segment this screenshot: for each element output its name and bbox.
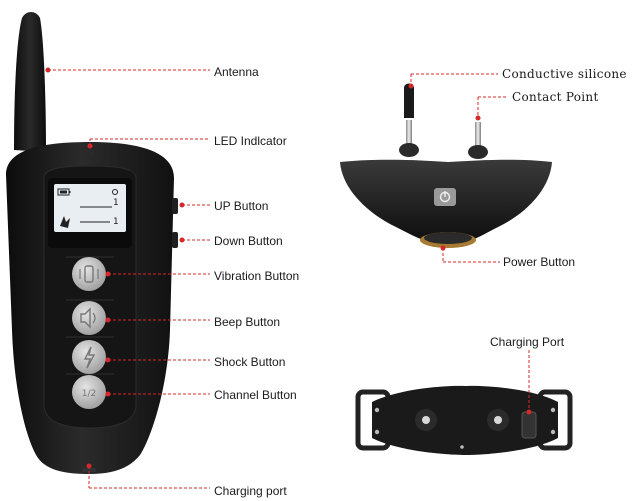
label-vibration-button: Vibration Button [214, 269, 300, 283]
silicone-cap [404, 83, 414, 118]
led-indicator [82, 152, 94, 157]
label-conductive-silicone: Conductive silicone [502, 67, 627, 81]
collar-receiver [340, 83, 552, 248]
up-button[interactable] [172, 198, 178, 214]
lcd-screen [54, 184, 126, 232]
vibration-button[interactable] [72, 257, 106, 291]
leader-lines [48, 69, 530, 489]
channel-icon: 1/2 [82, 389, 96, 399]
collar-back-view [355, 385, 573, 455]
leader-dots [45, 67, 532, 469]
label-contact-point: Contact Point [512, 90, 599, 104]
contact-pin-right [475, 122, 481, 152]
beep-button[interactable] [72, 301, 106, 335]
label-shock-button: Shock Button [214, 355, 286, 369]
label-led-indicator: LED Indlcator [214, 134, 287, 148]
vibration-icon [84, 265, 94, 283]
label-up-button: UP Button [214, 199, 269, 213]
speaker-icon [80, 307, 91, 329]
label-power-button: Power Button [503, 255, 576, 269]
shock-button[interactable] [72, 340, 106, 374]
lcd-level-1: 1 [113, 198, 118, 208]
collar-back-body [372, 385, 558, 455]
label-down-button: Down Button [214, 234, 283, 248]
vibrate-mode-icon [112, 189, 118, 195]
contact-pin-left [406, 120, 412, 146]
label-charging-port-remote: Charging port [214, 484, 287, 498]
antenna [14, 12, 46, 152]
channel-button[interactable]: 1/2 [72, 375, 106, 409]
down-button[interactable] [172, 232, 178, 248]
charging-port-collar [521, 411, 537, 439]
lcd-level-2: 1 [113, 217, 118, 227]
label-channel-button: Channel Button [214, 388, 297, 402]
label-charging-port-collar: Charging Port [490, 335, 565, 349]
lightning-icon [83, 346, 96, 369]
charging-port-remote [82, 468, 96, 472]
remote-transmitter: 1 1 1/2 [6, 12, 178, 474]
shock-mode-icon [60, 216, 70, 228]
label-beep-button: Beep Button [214, 315, 281, 329]
label-antenna: Antenna [214, 65, 259, 79]
